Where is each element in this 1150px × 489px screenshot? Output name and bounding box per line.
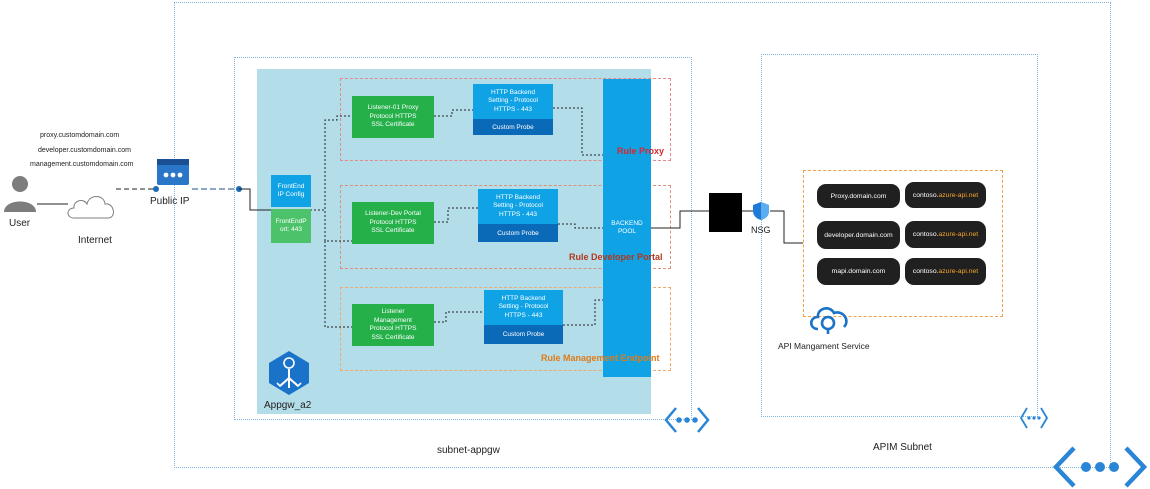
- apim-target-domain: azure-api.net: [938, 268, 979, 275]
- apim-host-proxy: Proxy.domain.com: [817, 184, 900, 208]
- subnet-appgw-vnet-icon: [664, 407, 710, 433]
- backend-setting-proxy: HTTP Backend Setting - Protocol HTTPS - …: [473, 84, 553, 119]
- custom-probe-proxy: Custom Probe: [473, 119, 553, 135]
- apim-host-mapi: mapi.domain.com: [817, 258, 900, 285]
- vnet-boundary: [174, 2, 1111, 468]
- listener-management: Listener Management Protocol HTTPS SSL C…: [352, 304, 434, 346]
- subnet-apim-boundary: [761, 54, 1038, 417]
- rule-developer-portal-box: [340, 185, 671, 269]
- application-gateway-icon: [269, 351, 309, 395]
- api-management-icon: [809, 307, 848, 334]
- apim-target-prefix: contoso.: [912, 191, 939, 199]
- frontend-port: FrontEndP ort: 443: [271, 209, 311, 243]
- custom-probe-dev-portal: Custom Probe: [478, 224, 558, 242]
- apim-target-prefix: contoso.: [912, 231, 939, 238]
- subnet-apim-label: APIM Subnet: [873, 442, 932, 453]
- subnet-appgw-boundary: [234, 57, 692, 420]
- subnet-appgw-label: subnet-appgw: [437, 445, 500, 456]
- cloud-icon: [67, 196, 114, 219]
- backend-setting-dev-portal: HTTP Backend Setting - Protocol HTTPS - …: [478, 189, 558, 224]
- nsg-shield-icon: [753, 202, 769, 220]
- domain-proxy: proxy.customdomain.com: [40, 132, 120, 139]
- apim-target-prefix: contoso.: [912, 268, 939, 275]
- vnet-icon: [1052, 446, 1148, 488]
- backend-pool: BACKEND POOL: [603, 79, 651, 377]
- apim-service-label: API Mangament Service: [778, 341, 870, 351]
- rule-developer-portal-label: Rule Developer Portal: [569, 252, 663, 262]
- domain-management: management.customdomain.com: [30, 161, 134, 168]
- apim-target-mapi: contoso.azure-api.net: [905, 258, 986, 285]
- apim-host-developer: developer.domain.com: [817, 221, 900, 249]
- subnet-apim-vnet-icon: [1019, 407, 1049, 429]
- user-label: User: [9, 218, 31, 229]
- application-gateway-area: [257, 69, 651, 414]
- public-ip-icon: [157, 159, 189, 185]
- apim-target-proxy: contoso.azure-api.net: [905, 182, 986, 208]
- frontend-ip-config: FrontEnd IP Config: [271, 175, 311, 207]
- rule-proxy-box: [340, 78, 671, 161]
- backend-setting-management: HTTP Backend Setting - Protocol HTTPS - …: [484, 290, 563, 325]
- rule-proxy-label: Rule Proxy: [617, 146, 665, 156]
- apim-target-domain: azure-api.net: [938, 231, 979, 238]
- network-device-block: [709, 193, 742, 232]
- listener-dev-portal: Listener-Dev Portal Protocol HTTPS SSL C…: [352, 202, 434, 244]
- custom-probe-management: Custom Probe: [484, 325, 563, 344]
- user-icon: [4, 176, 36, 212]
- internet-label: Internet: [78, 235, 112, 246]
- rule-management-box: [340, 287, 671, 371]
- apim-box: [803, 170, 1003, 317]
- domain-developer: developer.customdomain.com: [38, 147, 131, 154]
- rule-management-label: Rule Management Endpoint: [541, 353, 660, 363]
- apim-target-developer: contoso.azure-api.net: [905, 221, 986, 248]
- public-ip-label: Public IP: [150, 196, 190, 207]
- appgw-name-label: Appgw_a2: [264, 400, 312, 411]
- apim-target-domain: azure-api.net: [938, 191, 979, 199]
- listener-proxy: Listener-01 Proxy Protocol HTTPS SSL Cer…: [352, 96, 434, 138]
- nsg-label: NSG: [751, 225, 771, 235]
